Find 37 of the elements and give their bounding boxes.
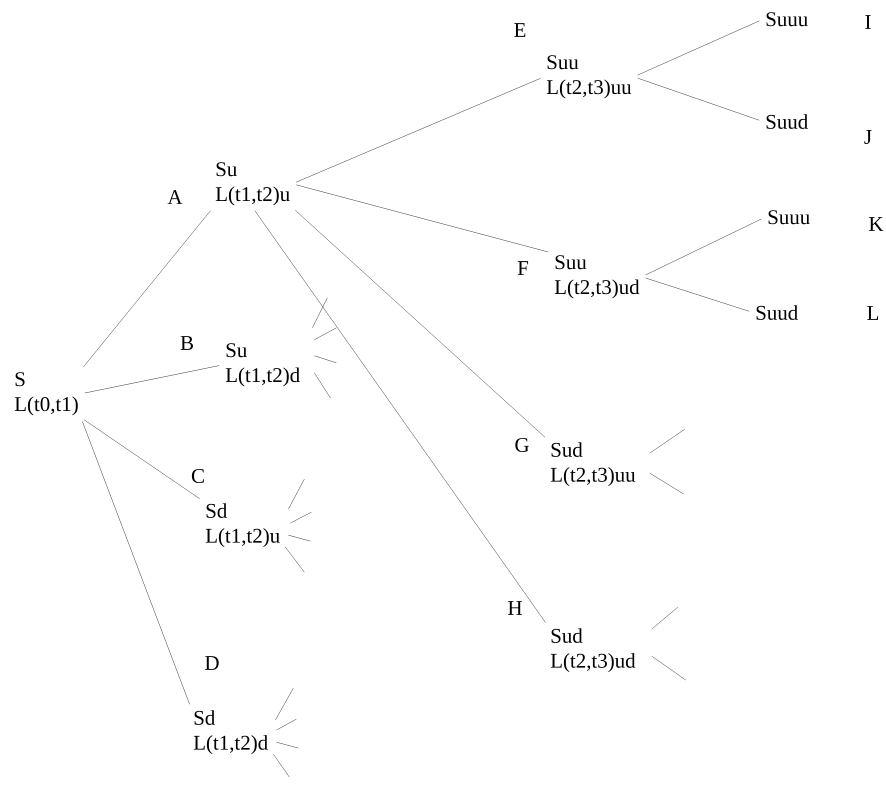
branch-line — [254, 210, 546, 623]
node-letter: K — [869, 217, 884, 231]
node-letter: J — [864, 130, 872, 144]
node-letter: I — [865, 15, 871, 29]
branch-line — [637, 20, 760, 76]
node-letter: G — [515, 438, 529, 452]
state-label: Su L(t1,t2)d — [226, 343, 300, 386]
node-letter: D — [205, 656, 219, 670]
node-letter: F — [518, 261, 528, 275]
state-label: Suu L(t2,t3)uu — [546, 55, 632, 98]
state-label: Suud — [756, 305, 798, 320]
branch-line — [82, 421, 190, 704]
branch-line — [296, 78, 541, 182]
branch-line — [296, 184, 548, 252]
branch-line — [645, 218, 762, 276]
branch-line — [84, 365, 220, 394]
node-letter: A — [168, 190, 182, 204]
state-label: S L(t0,t1) — [14, 372, 78, 416]
state-label: Sud L(t2,t3)uu — [550, 442, 636, 486]
state-label: Suud — [766, 114, 808, 129]
branch-line — [637, 78, 760, 120]
state-label: Sd L(t1,t2)d — [194, 710, 268, 754]
state-label: Suuu — [766, 12, 808, 26]
node-letter: L — [867, 306, 878, 320]
node-letter: H — [508, 601, 522, 615]
branch-line — [84, 420, 200, 499]
node-letter: B — [180, 336, 193, 350]
node-letter: C — [192, 468, 204, 484]
node-letter: E — [514, 23, 526, 37]
state-label: Su L(t1,t2)u — [216, 162, 290, 206]
branch-line — [645, 278, 750, 312]
state-label: Sd L(t1,t2)u — [206, 503, 280, 548]
branch-line — [295, 210, 546, 438]
state-label: Suuu — [768, 210, 810, 224]
branch-line — [83, 210, 211, 368]
state-label: Suu L(t2,t3)ud — [554, 255, 640, 298]
state-label: Sud L(t2,t3)ud — [550, 628, 636, 672]
